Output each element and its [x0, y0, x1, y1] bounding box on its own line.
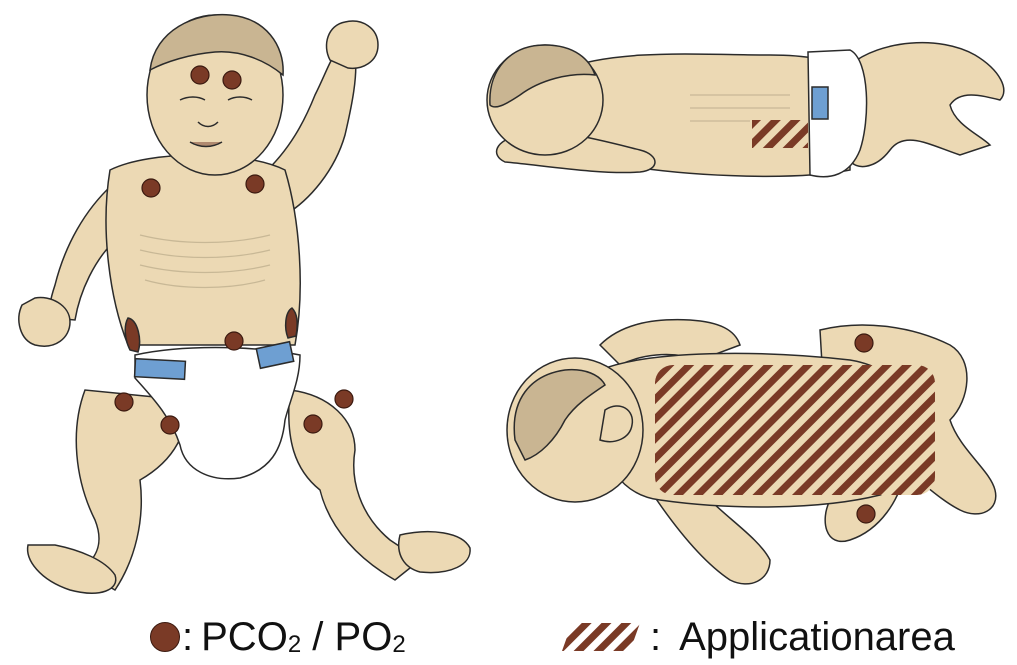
sensor-dot-thigh-left-upper: [115, 393, 133, 411]
supine-right-foot: [399, 532, 470, 573]
supine-baby-figure: [19, 15, 470, 593]
side-legs: [850, 43, 1004, 167]
legend-application-area: : Applicationarea: [562, 612, 955, 662]
legend-sensor-label: PCO: [201, 615, 288, 660]
sensor-dot-thigh-right-upper: [335, 390, 353, 408]
supine-torso: [106, 155, 300, 345]
legend-colon-right: :: [650, 615, 661, 660]
prone-baby-figure: [507, 320, 996, 584]
prone-hatched-area: [655, 365, 935, 495]
legend-sensor-sub1: 2: [288, 631, 301, 659]
legend-dot-swatch: [150, 622, 180, 652]
legend-sensor-sites: : PCO 2 / PO 2: [150, 612, 406, 662]
sensor-dot-thigh-right-lower: [304, 415, 322, 433]
sensor-dot-forehead-left: [191, 66, 209, 84]
legend-hatch-swatch: [562, 623, 640, 651]
legend-sensor-sub2: 2: [392, 631, 405, 659]
supine-tape-left: [135, 359, 186, 380]
sensor-dot-chest-right: [246, 175, 264, 193]
sensor-dot-prone-hip: [855, 334, 873, 352]
legend-colon-left: :: [182, 615, 193, 660]
side-tape: [812, 87, 828, 119]
sensor-dot-thigh-left-lower: [161, 416, 179, 434]
side-hatched-area: [752, 120, 808, 148]
supine-left-arm: [50, 185, 115, 320]
supine-raised-fist: [326, 21, 378, 68]
legend-sensor-sep: / PO: [301, 615, 392, 660]
supine-hip-patch-right: [286, 308, 298, 338]
supine-left-hand: [19, 297, 70, 346]
sensor-dot-abdomen: [225, 332, 243, 350]
sensor-dot-forehead-right: [223, 71, 241, 89]
sensor-dot-chest-left: [142, 179, 160, 197]
sensor-dot-prone-thigh: [857, 505, 875, 523]
side-baby-figure: [487, 43, 1004, 177]
legend-area-label: Applicationarea: [679, 615, 955, 660]
